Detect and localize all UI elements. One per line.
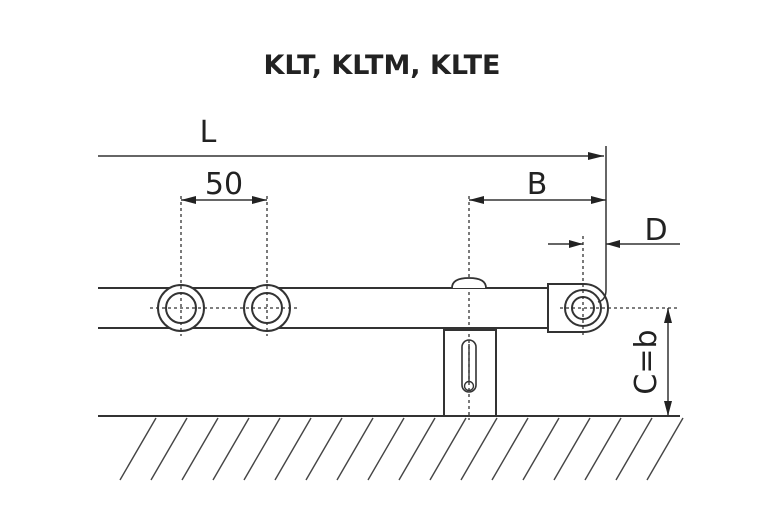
- dimension-50: 50: [181, 167, 267, 204]
- hatch-line: [522, 417, 560, 481]
- hatch-line: [305, 417, 343, 481]
- dimension-D: D: [548, 213, 680, 248]
- hatch-line: [212, 417, 250, 481]
- dimension-L-label: L: [200, 115, 217, 150]
- hatch-line: [398, 417, 436, 481]
- dimension-50-label: 50: [205, 167, 243, 202]
- hatch-line: [460, 417, 498, 481]
- hatch-line: [336, 417, 374, 481]
- hatch-line: [274, 417, 312, 481]
- dimension-B-label: B: [527, 167, 548, 202]
- mounting-bracket: [443, 196, 497, 420]
- dimension-B: B: [469, 167, 606, 204]
- diagram-title: KLT, KLTM, KLTE: [263, 50, 500, 81]
- dimension-L: L: [98, 115, 604, 160]
- hatch-line: [150, 417, 188, 481]
- hatch-line: [584, 417, 622, 481]
- hatch-line: [367, 417, 405, 481]
- hatch-line: [243, 417, 281, 481]
- center-lines: [150, 196, 680, 336]
- hatch-line: [646, 417, 684, 481]
- end-reference-line: [597, 146, 607, 303]
- dimension-C: C=b: [629, 308, 672, 416]
- hatch-line: [429, 417, 467, 481]
- hatch-line: [119, 417, 157, 481]
- dimension-D-label: D: [644, 213, 667, 248]
- hatch-line: [491, 417, 529, 481]
- dimension-C-label: C=b: [629, 329, 664, 394]
- hatch-line: [181, 417, 219, 481]
- hatch-line: [615, 417, 653, 481]
- floor-hatching: [98, 415, 684, 481]
- hatch-line: [553, 417, 591, 481]
